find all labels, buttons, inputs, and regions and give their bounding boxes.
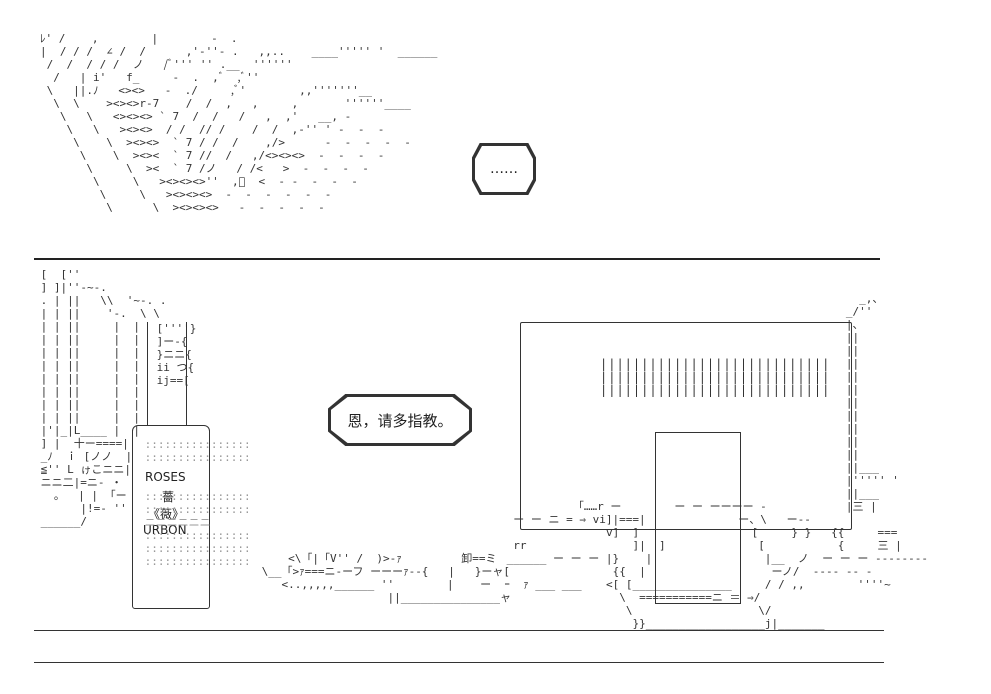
panel-divider xyxy=(34,258,880,260)
bottle-neck xyxy=(147,322,187,426)
table-edge-top xyxy=(34,630,884,631)
desk-items-ascii: <\「|「V'' / )>-ｧ 卸==ミ \__「>ｧ===ニ-ーフ ーーーｧ-… xyxy=(261,552,582,604)
monitor-stand xyxy=(655,432,741,604)
monitor-base-ascii: 「……r ー ー ー ーーーー - ー ー ニ = ⇒ vi]|===| ー、\… xyxy=(506,500,928,630)
table-edge-bottom xyxy=(34,662,884,663)
bottle-dots-ascii: :::::::::::::::: :::::::::::::::: ::::::… xyxy=(144,438,251,568)
bottle-label-roses: ROSES xyxy=(145,470,186,484)
speech-text-top: …… xyxy=(490,161,518,177)
bottle-label-kanji-1: 薔 xyxy=(162,490,175,504)
bottle xyxy=(132,425,210,609)
left-structure-ascii: [ ['' ] ]|''-~-. . | || \\ '~-. . | | ||… xyxy=(40,268,167,528)
hand-ascii-art: ﾚ' / , | - . | / / / ∠ / / ,'-''- . ,,..… xyxy=(40,32,438,214)
bottle-label-urbon: URBON xyxy=(143,523,187,537)
speech-text-bottom: 恩，请多指教。 xyxy=(347,411,453,430)
right-structure-ascii: _,、 _/'' |、 || || || || || || || || || |… xyxy=(845,292,899,513)
speech-bubble-bottom: 恩，请多指教。 xyxy=(328,394,472,446)
monitor-vents: |||||||||||||||||||||||||||| |||||||||||… xyxy=(600,357,831,397)
bottle-label-kanji-2: 《薇》 xyxy=(148,507,185,521)
monitor xyxy=(520,322,852,530)
bottle-cap-ascii: [''''} ]ー-{ }ニニ{ ii つ{ ij==[ xyxy=(156,322,197,387)
speech-bubble-top: …… xyxy=(472,143,536,195)
